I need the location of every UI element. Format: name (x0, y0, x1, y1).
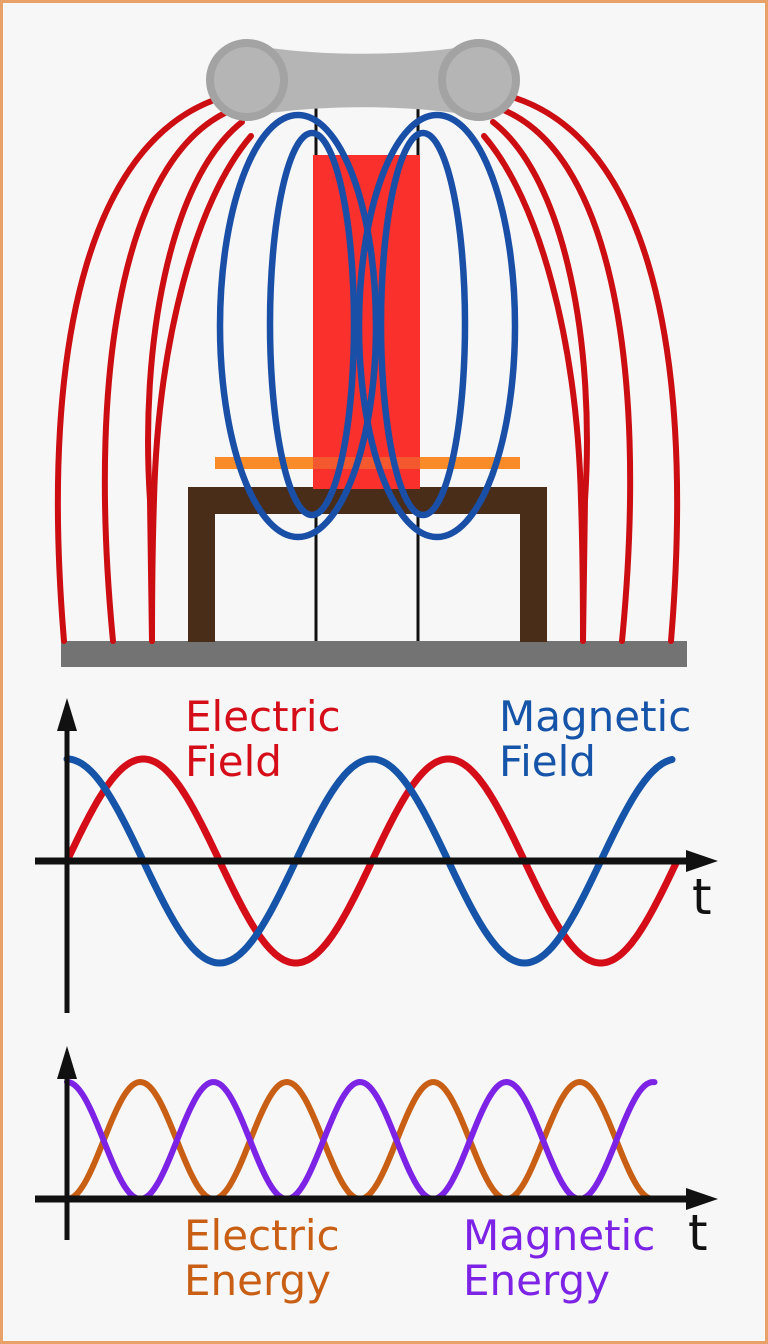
terminal-end-right (438, 39, 520, 121)
e-field-line (149, 133, 254, 644)
terminal-bar (247, 44, 479, 117)
table-top (188, 487, 547, 514)
table (188, 487, 547, 642)
curve-magnetic-energy (64, 1079, 658, 1202)
curve-magnetic-field (63, 755, 676, 967)
b-field-loop (377, 129, 469, 519)
terminal-end-left (206, 39, 288, 121)
magnetic-field-label: Magnetic Field (499, 692, 692, 786)
field-graph (35, 698, 718, 1013)
b-field-loop (216, 111, 380, 541)
energy-graph-t-label: t (688, 1204, 708, 1262)
apparatus (54, 39, 687, 667)
b-field-loop (266, 129, 358, 519)
energy-graph-curves (64, 1079, 658, 1202)
top-terminal (206, 39, 520, 121)
e-field-line (54, 92, 233, 644)
b-field-loop (355, 111, 519, 541)
e-field-line (498, 106, 634, 644)
energy-graph (35, 1046, 718, 1240)
e-field-line (481, 133, 586, 644)
electric-field-lines (54, 92, 681, 644)
field-graph-t-label: t (692, 868, 712, 926)
table-leg-left (188, 487, 215, 642)
orange-plate-coil-overlap (313, 457, 420, 469)
y-axis-arrow (57, 1046, 77, 1079)
magnetic-field-loops (216, 111, 519, 541)
ground-base (61, 641, 687, 667)
electric-field-label: Electric Field (185, 692, 341, 786)
magnetic-energy-label: Magnetic Energy (463, 1211, 656, 1305)
table-leg-right (520, 487, 547, 642)
e-field-line (101, 106, 237, 644)
y-axis-arrow (57, 698, 77, 731)
electric-energy-label: Electric Energy (184, 1211, 340, 1305)
e-field-line (502, 92, 681, 644)
energy-graph-arrows (57, 1046, 718, 1210)
field-graph-axes (35, 710, 700, 1013)
x-axis-arrow (686, 850, 718, 872)
field-graph-arrows (57, 698, 718, 872)
x-axis-arrow (686, 1188, 718, 1210)
energy-graph-axes (35, 1058, 700, 1240)
